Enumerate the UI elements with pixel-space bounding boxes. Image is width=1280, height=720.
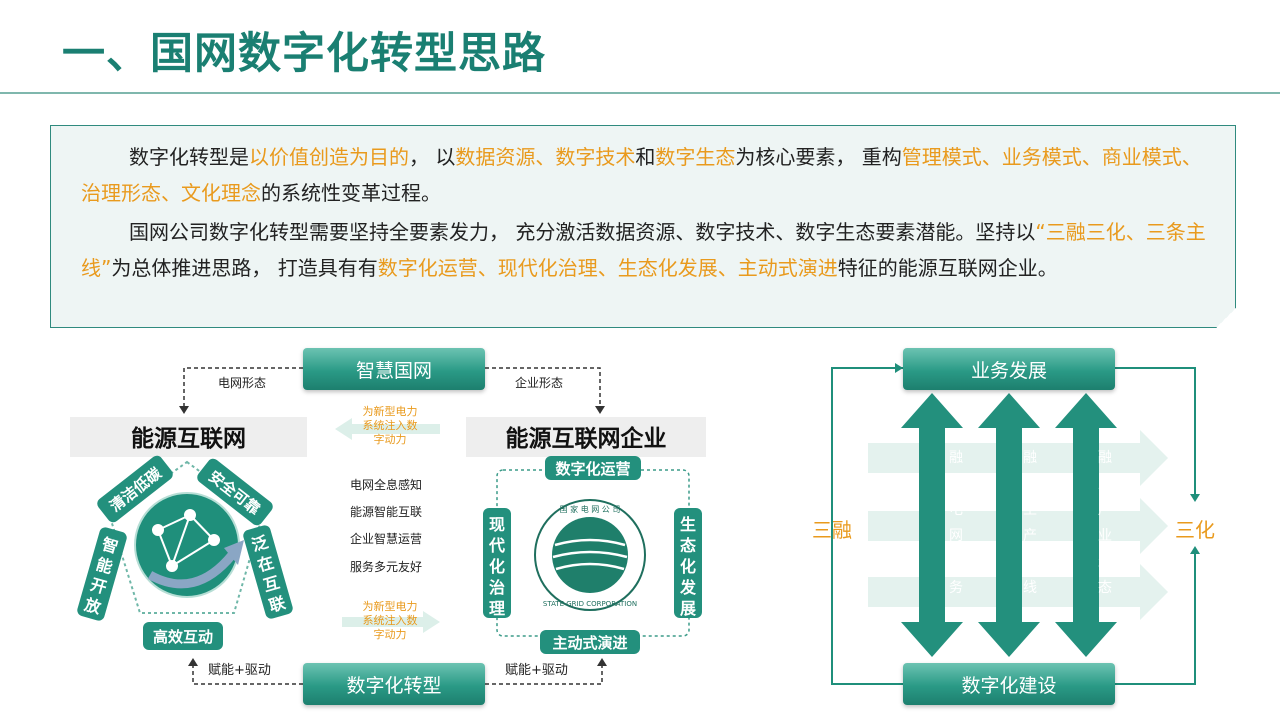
digital-transformation-button: 数字化转型 bbox=[303, 663, 485, 705]
smart-grid-button: 智慧国网 bbox=[303, 348, 485, 390]
intro-paragraph-2: 国网公司数字化转型需要坚持全要素发力， 充分激活数据资源、数字技术、数字生态要素… bbox=[81, 220, 1206, 280]
column-integrate-frontline: 融 入 生 产 一 线 bbox=[1023, 450, 1037, 596]
intro-paragraph-1: 数字化转型是以价值创造为目的， 以数据资源、数字技术和数字生态为核心要素， 重构… bbox=[81, 145, 1202, 205]
svg-text:国 家 电 网 公 司: 国 家 电 网 公 司 bbox=[560, 504, 621, 514]
business-development-button: 业务发展 bbox=[903, 348, 1115, 390]
note-bottom: 为新型电力 系统注入数 字动力 bbox=[362, 600, 418, 641]
energy-internet-heading: 能源互联网 bbox=[131, 426, 246, 452]
label-efficient-interaction: 高效互动 bbox=[143, 622, 223, 650]
label-ecological-development: 生态化发展 bbox=[674, 508, 702, 618]
title-divider bbox=[0, 92, 1280, 94]
three-integrations-label: 三融 bbox=[812, 518, 852, 542]
energy-internet-enterprise-heading: 能源互联网企业 bbox=[505, 426, 667, 452]
center-list-item: 电网全息感知 bbox=[350, 478, 423, 492]
enable-drive-right: 赋能+驱动 bbox=[505, 663, 568, 678]
three-transformations-label: 三化 bbox=[1175, 518, 1215, 542]
page-title: 一、国网数字化转型思路 bbox=[62, 29, 546, 79]
center-list-item: 企业智慧运营 bbox=[350, 532, 423, 546]
panel-corner-cut bbox=[1215, 307, 1237, 329]
note-top: 为新型电力 系统注入数 字动力 bbox=[362, 405, 418, 446]
column-integrate-grid-business: 融 入 电 网 业 务 bbox=[949, 450, 963, 596]
label-grid-form: 电网形态 bbox=[218, 376, 267, 390]
label-digital-operation: 数字化运营 bbox=[545, 456, 641, 480]
digital-construction-button: 数字化建设 bbox=[903, 663, 1115, 705]
center-list-item: 服务多元友好 bbox=[350, 560, 423, 574]
label-modern-governance: 现代化治理 bbox=[483, 508, 511, 618]
svg-text:STATE GRID CORPORATION: STATE GRID CORPORATION bbox=[543, 600, 637, 608]
label-enterprise-form: 企业形态 bbox=[515, 376, 564, 390]
intro-panel: 数字化转型是以价值创造为目的， 以数据资源、数字技术和数字生态为核心要素， 重构… bbox=[50, 125, 1237, 329]
label-proactive-evolution: 主动式演进 bbox=[540, 630, 640, 654]
column-integrate-industry-ecosystem: 融 入 产 业 生 态 bbox=[1098, 450, 1112, 596]
center-list-item: 能源智能互联 bbox=[350, 505, 423, 519]
enable-drive-left: 赋能+驱动 bbox=[208, 663, 271, 678]
